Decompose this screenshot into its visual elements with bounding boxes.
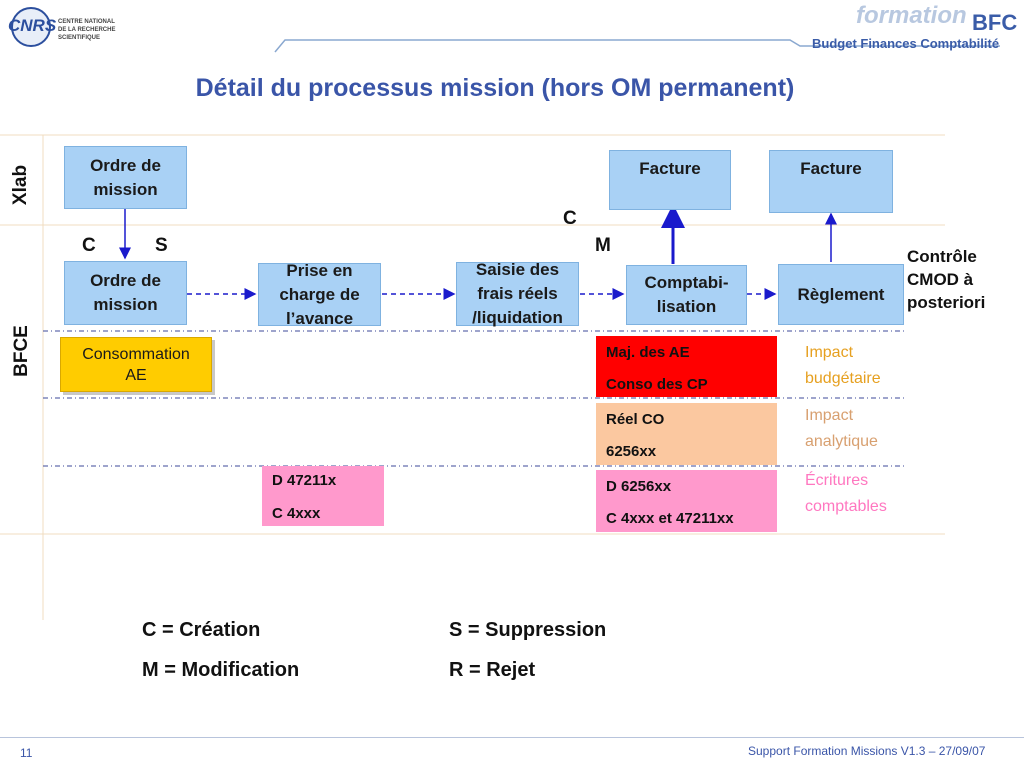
formation-logo: formation xyxy=(856,2,967,29)
cnrs-logo: CNRS xyxy=(4,6,58,48)
row-label-bfce: BFCE xyxy=(11,325,32,377)
controle-cmod: Contrôle CMOD à posteriori xyxy=(907,247,986,312)
cell-reel-co: Réel CO 6256xx xyxy=(596,403,777,465)
bfce-saisie-des-frais: Saisie des frais réels /liquidation xyxy=(456,260,579,327)
bfce-reglement: Règlement xyxy=(778,264,904,325)
cnrs-text: CENTRE NATIONAL DE LA RECHERCHE SCIENTIF… xyxy=(58,19,116,41)
xlab-facture-2: Facture xyxy=(769,150,893,213)
cell-d6256: D 6256xx C 4xxx et 47211xx xyxy=(596,470,777,532)
row-label-xlab: Xlab xyxy=(10,164,31,206)
header-subtitle: Budget Finances Comptabilité xyxy=(812,36,1000,51)
impact-analytique: Impact analytique xyxy=(805,407,878,450)
bfce-ordre-de-mission: Ordre de mission xyxy=(64,261,187,325)
cell-d47211: D 47211x C 4xxx xyxy=(262,466,384,526)
flag-c-ordre: C xyxy=(82,235,96,256)
footer-text: Support Formation Missions V1.3 – 27/09/… xyxy=(748,744,986,758)
impact-budgetaire: Impact budgétaire xyxy=(805,344,881,387)
legend-modification: M = Modification xyxy=(142,659,300,681)
cell-maj-conso: Maj. des AE Conso des CP xyxy=(596,336,777,397)
ecritures-comptables: Écritures comptables xyxy=(805,472,887,515)
consommation-ae: Consommation AE xyxy=(60,337,212,392)
flag-s-ordre: S xyxy=(155,235,168,256)
bfce-comptabilisation: Comptabi-lisation xyxy=(626,265,747,325)
page-number: 11 xyxy=(20,746,33,760)
flag-c-facture: C xyxy=(563,208,577,229)
flag-m-facture: M xyxy=(595,235,611,256)
xlab-ordre-de-mission: Ordre de mission xyxy=(64,146,187,209)
legend-suppression: S = Suppression xyxy=(449,619,607,641)
header-line xyxy=(274,39,1000,53)
bfc-logo: BFC xyxy=(972,10,1018,35)
page-title: Détail du processus mission (hors OM per… xyxy=(195,74,795,102)
footer-rule xyxy=(0,737,1024,738)
xlab-facture-1: Facture xyxy=(609,150,731,210)
legend-creation: C = Création xyxy=(142,619,261,641)
legend-rejet: R = Rejet xyxy=(449,659,536,681)
bfce-prise-en-charge: Prise en charge de l’avance xyxy=(258,261,381,328)
